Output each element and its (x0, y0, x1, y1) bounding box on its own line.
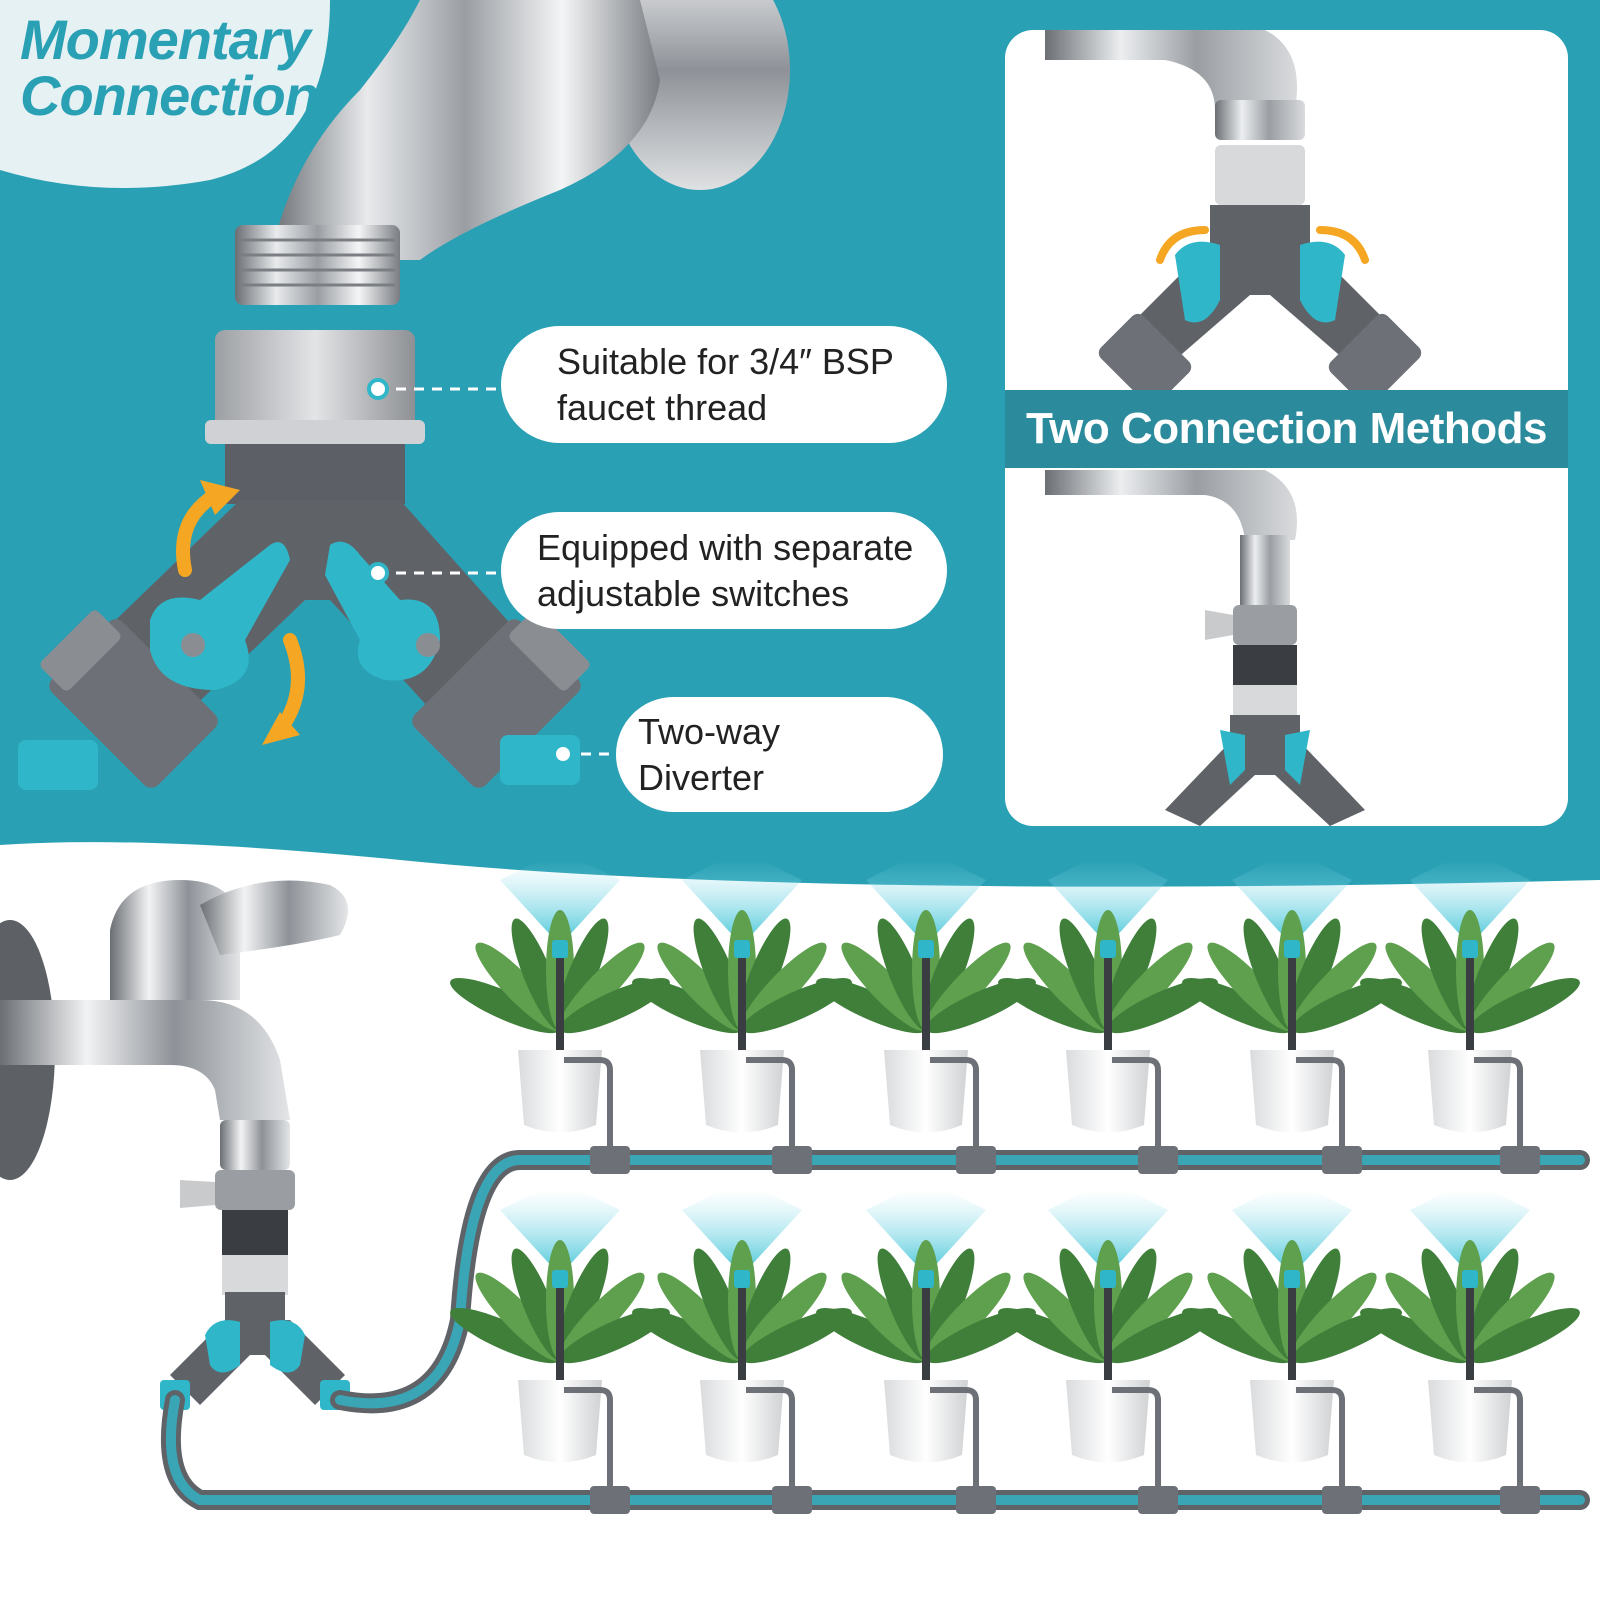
callout-switches-line-2: adjustable switches (537, 572, 850, 614)
spray-nozzle-icon (552, 940, 568, 958)
faucet-icon (235, 0, 790, 305)
faucet-icon (1045, 470, 1297, 715)
y-valve-icon (1165, 715, 1365, 826)
spray-nozzle-icon (1284, 940, 1300, 958)
connection-methods-label: Two Connection Methods (1005, 390, 1568, 468)
connection-methods-art (1045, 30, 1422, 826)
irrigation-scene (0, 860, 1600, 1600)
plant-pot-icon (1182, 860, 1402, 1174)
plant-pot-icon (998, 860, 1218, 1174)
plant-pot-icon (632, 1190, 852, 1514)
plant-pot-icon (998, 1190, 1218, 1514)
faucet-icon (0, 880, 348, 1295)
plant-pot-icon (632, 860, 852, 1174)
spray-nozzle-icon (1462, 1270, 1478, 1288)
spray-nozzle-icon (1100, 940, 1116, 958)
callout-thread: Suitable for 3/4″ BSP faucet thread (501, 326, 947, 443)
callout-switches: Equipped with separate adjustable switch… (501, 512, 947, 629)
y-valve-icon (18, 330, 590, 790)
spray-nozzle-icon (1462, 940, 1478, 958)
y-valve-icon (1098, 145, 1422, 407)
spray-nozzle-icon (918, 940, 934, 958)
plant-pot-icon (816, 860, 1036, 1174)
spray-nozzle-icon (1284, 1270, 1300, 1288)
heading-line-1: Momentary (20, 8, 311, 71)
spray-nozzle-icon (552, 1270, 568, 1288)
heading: Momentary Connection (20, 12, 350, 124)
faucet-icon (1045, 30, 1305, 140)
callout-diverter: Two-way Diverter (616, 697, 943, 812)
spray-nozzle-icon (734, 940, 750, 958)
callout-thread-line-2: faucet thread (557, 386, 768, 428)
callout-switches-line-1: Equipped with separate (537, 526, 914, 568)
heading-line-2: Connection (20, 64, 319, 127)
y-valve-icon (160, 1292, 350, 1410)
callout-diverter-line-1: Two-way Diverter (638, 710, 781, 798)
plant-pot-icon (1182, 1190, 1402, 1514)
spray-nozzle-icon (1100, 1270, 1116, 1288)
rotate-arrow-icon (1156, 226, 1369, 264)
connection-methods-panel: Two Connection Methods (1005, 30, 1568, 826)
spray-nozzle-icon (734, 1270, 750, 1288)
irrigation-scene-art (0, 860, 1590, 1514)
plant-pot-icon (1360, 860, 1580, 1174)
plant-pot-icon (450, 1190, 670, 1514)
plant-pot-icon (816, 1190, 1036, 1514)
callout-thread-line-1: Suitable for 3/4″ BSP (557, 340, 894, 382)
plant-pot-icon (1360, 1190, 1580, 1514)
spray-nozzle-icon (918, 1270, 934, 1288)
plant-pot-icon (450, 860, 670, 1174)
